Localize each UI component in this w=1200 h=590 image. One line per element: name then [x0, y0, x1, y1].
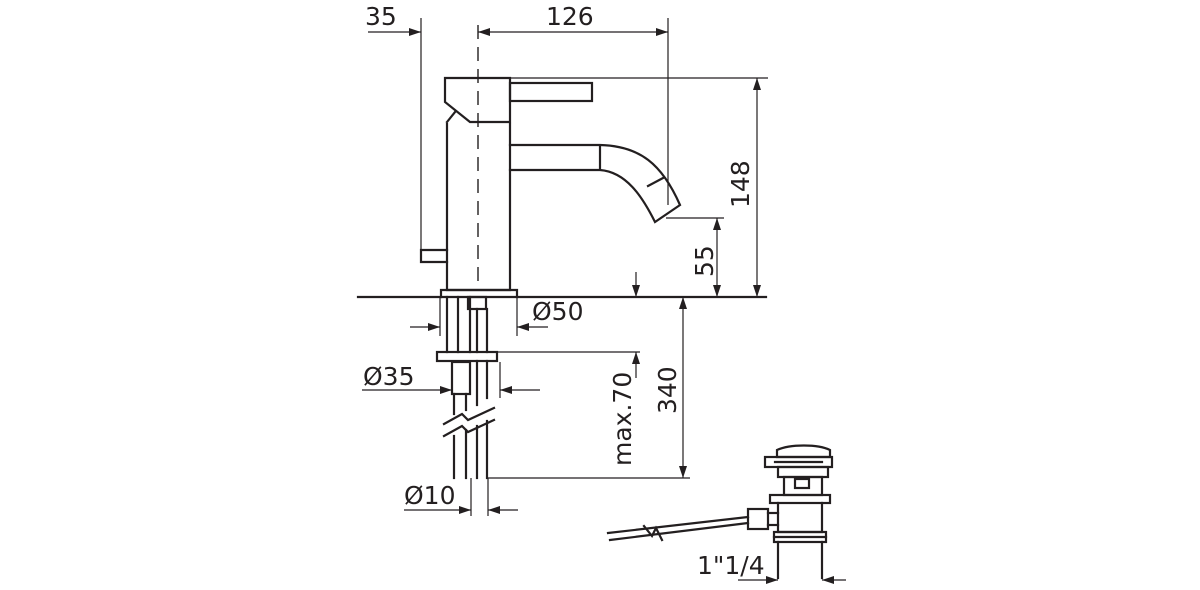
dim-hose-diameter: Ø10 — [404, 478, 518, 516]
dim-lever-offset-label: 35 — [365, 2, 397, 31]
dim-shank-diameter-label: Ø35 — [363, 362, 415, 391]
dim-base-diameter-label: Ø50 — [532, 297, 584, 326]
dim-deck-thickness: max.70 — [497, 272, 640, 466]
dim-deck-thickness-label: max.70 — [608, 372, 637, 466]
dim-shank-length: 340 — [488, 297, 690, 479]
popup-waste — [606, 444, 834, 580]
dim-waste-thread-label: 1"1/4 — [697, 551, 765, 580]
dim-spout-height-label: 55 — [690, 245, 719, 277]
dim-spout-height: 55 — [666, 217, 724, 297]
dim-lever-offset: 35 — [365, 2, 422, 250]
dim-spout-reach: 126 — [478, 2, 669, 205]
dim-overall-height-label: 148 — [726, 160, 755, 208]
dim-spout-reach-label: 126 — [546, 2, 594, 31]
dim-overall-height: 148 — [510, 77, 768, 297]
underdeck-fittings — [435, 295, 499, 480]
dim-hose-diameter-label: Ø10 — [404, 481, 456, 510]
dim-shank-length-label: 340 — [653, 366, 682, 414]
faucet-body — [419, 76, 682, 299]
dim-waste-thread: 1"1/4 — [697, 551, 846, 584]
dim-shank-diameter: Ø35 — [362, 362, 540, 398]
dim-base-diameter: Ø50 — [410, 297, 584, 336]
